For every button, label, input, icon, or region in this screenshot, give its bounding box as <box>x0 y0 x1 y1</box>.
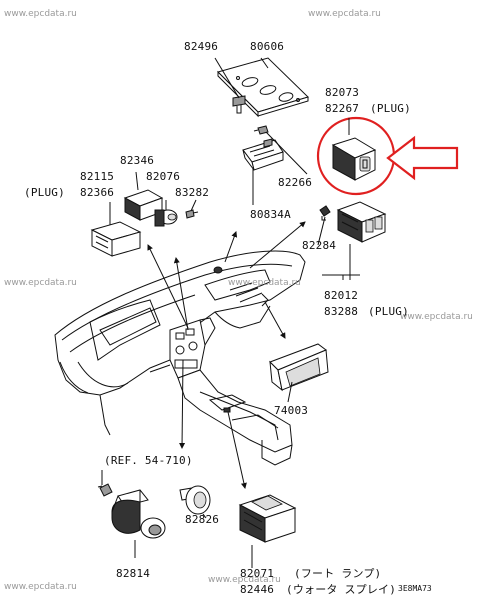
label-82076: 82076 <box>146 170 181 183</box>
part-82814-lighter <box>111 489 166 539</box>
indicator-arrows <box>147 221 306 489</box>
label-80834a: 80834A <box>250 208 291 221</box>
label-82366: 82366 <box>80 186 115 199</box>
part-82826-socket <box>179 485 211 515</box>
part-82346-switch <box>123 189 164 221</box>
label-82826: 82826 <box>185 513 220 526</box>
label-74003: 74003 <box>274 404 309 417</box>
label-82496: 82496 <box>184 40 219 53</box>
instrument-panel <box>54 250 306 466</box>
label-ref: (REF. 54-710) <box>104 454 193 467</box>
part-82012-switch-panel <box>336 201 387 243</box>
part-83282-bulb <box>185 209 199 219</box>
highlight-arrow <box>386 135 459 181</box>
label-82071: 82071 <box>240 567 275 580</box>
part-82366-plug <box>90 221 142 257</box>
label-82071-desc: (フート ランプ) <box>294 567 382 580</box>
label-82267: 82267 <box>325 102 360 115</box>
part-80606-panel <box>217 57 309 118</box>
watermark: www.epcdata.ru <box>208 575 281 585</box>
label-83288: 83288 <box>324 305 359 318</box>
leader-lines <box>101 57 360 568</box>
part-82071-switch <box>238 494 297 543</box>
watermark: www.epcdata.ru <box>4 9 77 19</box>
diagram-code: 3E8MA73 <box>398 584 432 593</box>
label-80606: 80606 <box>250 40 285 53</box>
part-82496-clip <box>232 95 246 114</box>
part-82073-switch <box>331 137 377 181</box>
label-82814: 82814 <box>116 567 151 580</box>
watermark: www.epcdata.ru <box>308 9 381 19</box>
part-ref-bulb <box>97 483 113 497</box>
label-82366-plug: (PLUG) <box>24 186 65 199</box>
label-82267-plug: (PLUG) <box>370 102 411 115</box>
watermark: www.epcdata.ru <box>4 582 77 592</box>
watermark: www.epcdata.ru <box>4 278 77 288</box>
label-83288-plug: (PLUG) <box>368 305 409 318</box>
label-82012: 82012 <box>324 289 359 302</box>
label-82346: 82346 <box>120 154 155 167</box>
label-82284: 82284 <box>302 239 337 252</box>
label-82446: 82446 <box>240 583 275 596</box>
label-83282: 83282 <box>175 186 210 199</box>
watermark: www.epcdata.ru <box>228 278 301 288</box>
label-82073: 82073 <box>325 86 360 99</box>
part-82266-bulb <box>253 125 269 135</box>
label-82266: 82266 <box>278 176 313 189</box>
watermark: www.epcdata.ru <box>400 312 473 322</box>
part-80834a-lamp <box>242 138 284 171</box>
part-74003-tray <box>269 343 329 392</box>
label-82446-desc: (ウォータ スプレイ) <box>286 583 397 596</box>
part-82076-switch <box>154 209 178 227</box>
label-82115: 82115 <box>80 170 115 183</box>
